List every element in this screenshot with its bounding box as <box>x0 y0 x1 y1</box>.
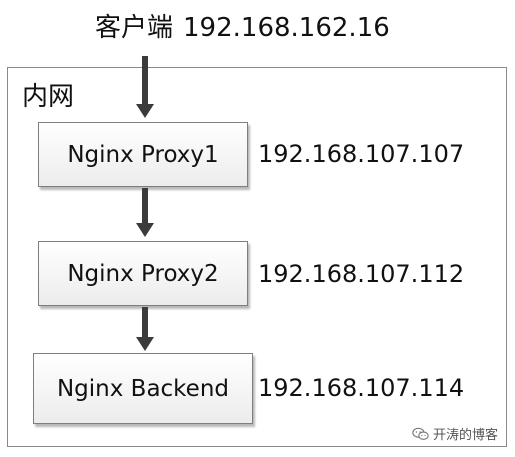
node-nginx-backend-ip: 192.168.107.114 <box>258 374 465 402</box>
client-label: 客户端 192.168.162.16 <box>95 10 390 46</box>
node-nginx-proxy2-ip: 192.168.107.112 <box>258 260 465 288</box>
client-name: 客户端 <box>95 13 174 43</box>
node-nginx-proxy1: Nginx Proxy1 <box>38 122 248 187</box>
node-nginx-proxy2-label: Nginx Proxy2 <box>67 260 219 287</box>
arrow-proxy1-to-proxy2 <box>136 188 154 237</box>
node-nginx-backend: Nginx Backend <box>33 353 253 424</box>
node-nginx-proxy1-ip: 192.168.107.107 <box>258 140 465 168</box>
node-nginx-backend-label: Nginx Backend <box>56 375 230 402</box>
wechat-icon <box>412 427 429 440</box>
intranet-label: 内网 <box>22 82 75 112</box>
node-nginx-proxy2: Nginx Proxy2 <box>38 241 248 306</box>
watermark-text: 开涛的博客 <box>433 428 499 443</box>
watermark: 开涛的博客 <box>412 424 498 443</box>
node-nginx-proxy1-label: Nginx Proxy1 <box>67 141 219 168</box>
arrow-proxy2-to-backend <box>136 307 154 351</box>
arrow-client-to-proxy1 <box>136 56 154 118</box>
client-ip: 192.168.162.16 <box>183 13 390 43</box>
